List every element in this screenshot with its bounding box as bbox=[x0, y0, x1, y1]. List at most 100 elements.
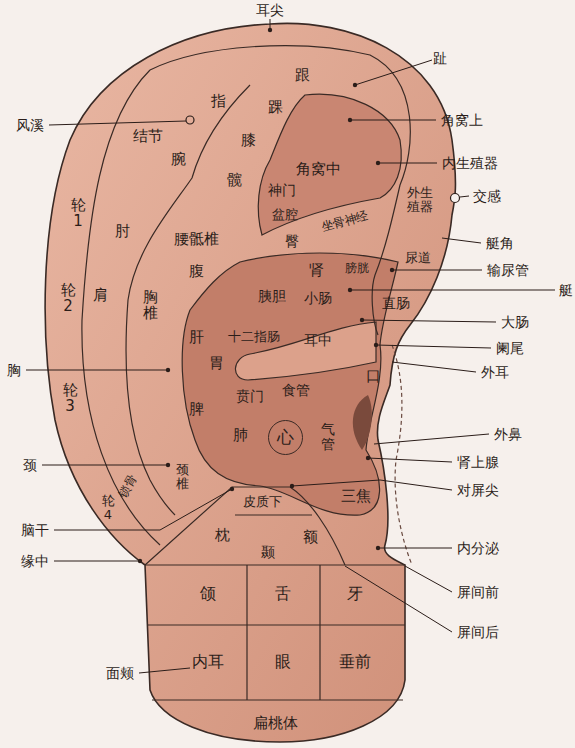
part-label: 轮3 bbox=[63, 382, 78, 415]
part-label: 面颊 bbox=[106, 665, 134, 681]
part-label: 对屏尖 bbox=[457, 482, 499, 498]
organ-label: 心 bbox=[277, 426, 294, 449]
part-label: 指 bbox=[211, 93, 226, 110]
part-label: 肾 bbox=[309, 262, 324, 279]
leader-line bbox=[405, 566, 452, 592]
part-label: 内生殖器 bbox=[442, 155, 498, 171]
helix-inner-edge bbox=[150, 46, 410, 335]
leader-line bbox=[292, 480, 452, 490]
part-label: 口 bbox=[366, 368, 381, 385]
point-marker bbox=[451, 194, 460, 203]
part-label: 胃 bbox=[209, 355, 224, 372]
part-label: 枕 bbox=[215, 527, 230, 544]
part-label: 耳中 bbox=[304, 332, 332, 348]
leader-dot bbox=[348, 288, 352, 292]
leader-line bbox=[139, 668, 190, 673]
part-label: 脑干 bbox=[21, 522, 49, 538]
part-label: 肾上腺 bbox=[457, 454, 499, 470]
antitragus-edge bbox=[235, 514, 312, 515]
part-label: 阑尾 bbox=[496, 340, 524, 356]
part-label: 贲门 bbox=[236, 388, 264, 404]
leader-dot bbox=[390, 268, 394, 272]
part-label: 肘 bbox=[115, 223, 130, 240]
triangular-fossa bbox=[258, 94, 401, 235]
part-label: 外耳 bbox=[481, 364, 509, 380]
part-label: 食管 bbox=[282, 382, 310, 398]
leader-line bbox=[378, 163, 437, 164]
part-label: 舌 bbox=[275, 585, 291, 603]
part-label: 颌 bbox=[200, 585, 216, 603]
part-label: 腕 bbox=[171, 151, 186, 168]
part-label: 胸 bbox=[7, 362, 21, 378]
leader-line bbox=[355, 60, 432, 85]
part-label: 髋 bbox=[227, 172, 242, 189]
point-marker bbox=[186, 116, 194, 124]
leader-line bbox=[442, 238, 481, 243]
leader-line bbox=[26, 370, 168, 371]
ear-outline bbox=[45, 23, 455, 742]
part-label: 屏间前 bbox=[457, 584, 499, 600]
leader-dot bbox=[376, 546, 380, 550]
leader-line bbox=[368, 458, 452, 462]
part-label: 皮质下 bbox=[243, 495, 282, 510]
part-label: 轮4 bbox=[102, 494, 115, 523]
part-label: 尿道 bbox=[405, 251, 431, 266]
part-label: 牙 bbox=[347, 585, 363, 603]
part-label: 输尿管 bbox=[487, 262, 529, 278]
part-label: 胸椎 bbox=[143, 289, 158, 322]
leader-dot bbox=[348, 118, 352, 122]
part-label: 腹 bbox=[189, 263, 204, 280]
part-label: 屏间后 bbox=[457, 624, 499, 640]
part-label: 角窝上 bbox=[441, 112, 483, 128]
leader-line bbox=[345, 566, 452, 632]
part-label: 直肠 bbox=[382, 295, 410, 311]
leader-dot bbox=[166, 368, 170, 372]
part-label: 臀 bbox=[285, 233, 299, 249]
concha bbox=[182, 253, 398, 515]
part-label: 耳尖 bbox=[256, 2, 284, 18]
part-label: 踝 bbox=[268, 99, 283, 116]
part-label: 额 bbox=[303, 529, 318, 546]
leader-line bbox=[49, 121, 186, 125]
part-label: 颈椎 bbox=[176, 463, 189, 492]
part-label: 眼 bbox=[275, 653, 291, 671]
part-label: 垂前 bbox=[339, 653, 371, 671]
part-label: 艇角 bbox=[486, 235, 514, 251]
leader-line bbox=[362, 320, 496, 322]
leader-line bbox=[392, 362, 476, 372]
part-label: 膀胱 bbox=[345, 262, 369, 276]
part-label: 内分泌 bbox=[457, 540, 499, 556]
ear-canal bbox=[353, 395, 372, 450]
part-label: 锁骨 bbox=[116, 473, 140, 501]
leader-line bbox=[42, 465, 168, 466]
leader-line bbox=[350, 120, 436, 121]
part-label: 风溪 bbox=[16, 117, 44, 133]
part-label: 脾 bbox=[189, 401, 204, 418]
leader-dot bbox=[360, 318, 364, 322]
part-label: 艇 bbox=[559, 282, 573, 298]
lobe-grid bbox=[145, 565, 405, 700]
part-label: 轮1 bbox=[71, 197, 86, 230]
antitragus-edge bbox=[145, 487, 345, 565]
leader-dot bbox=[230, 487, 234, 491]
part-label: 胰胆 bbox=[258, 288, 286, 304]
antihelix-edge bbox=[126, 85, 250, 515]
part-label: 跟 bbox=[295, 67, 310, 84]
part-label: 扁桃体 bbox=[253, 715, 298, 732]
leader-line bbox=[460, 196, 469, 197]
part-label: 角窝中 bbox=[296, 161, 341, 178]
leader-dot bbox=[353, 83, 357, 87]
leader-line bbox=[378, 548, 452, 549]
part-label: 肩 bbox=[93, 287, 108, 304]
part-label: 颞 bbox=[261, 544, 275, 560]
part-label: 肝 bbox=[189, 329, 204, 346]
part-label: 外生殖器 bbox=[407, 186, 433, 215]
leader-line bbox=[374, 434, 489, 444]
part-label: 盆腔 bbox=[272, 208, 298, 223]
part-label: 内耳 bbox=[192, 653, 224, 671]
leader-dot bbox=[166, 463, 170, 467]
part-label: 十二指肠 bbox=[228, 330, 280, 345]
part-label: 轮2 bbox=[61, 282, 76, 315]
leader-dot bbox=[268, 28, 272, 32]
